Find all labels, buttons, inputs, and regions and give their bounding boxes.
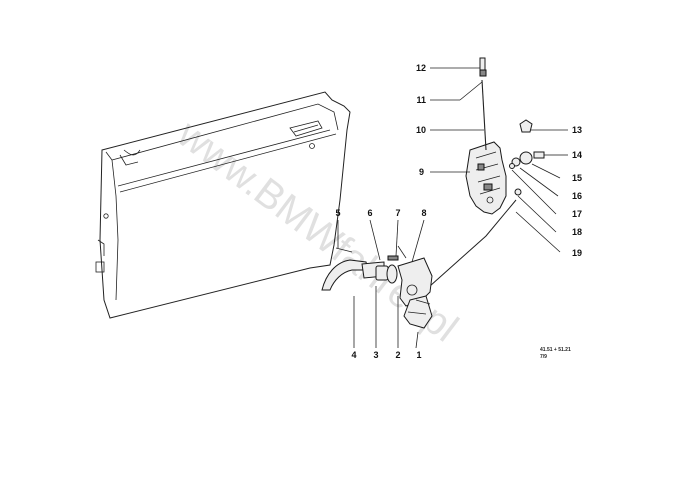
callout-12: 12 bbox=[416, 63, 426, 73]
diagram-reference-sub: 7/9 bbox=[540, 354, 547, 360]
callout-13: 13 bbox=[572, 125, 582, 135]
lock-assembly bbox=[465, 57, 552, 215]
callout-19: 19 bbox=[572, 248, 582, 258]
diagram-reference-code: 41.51 + 51.21 bbox=[540, 347, 571, 353]
callout-11: 11 bbox=[416, 95, 426, 105]
callout-1: 1 bbox=[416, 350, 421, 360]
callout-8: 8 bbox=[421, 208, 426, 218]
callout-6: 6 bbox=[367, 208, 372, 218]
door-panel bbox=[95, 91, 351, 319]
leader-lines bbox=[337, 67, 568, 349]
part-number-labels: 1 2 3 4 5 6 7 8 9 10 11 12 13 14 15 16 1… bbox=[335, 63, 582, 360]
callout-9: 9 bbox=[419, 167, 424, 177]
callout-10: 10 bbox=[416, 125, 426, 135]
callout-16: 16 bbox=[572, 191, 582, 201]
inner-handle-assembly bbox=[321, 245, 433, 329]
callout-5: 5 bbox=[335, 208, 340, 218]
callout-17: 17 bbox=[572, 209, 582, 219]
callout-7: 7 bbox=[395, 208, 400, 218]
callout-2: 2 bbox=[395, 350, 400, 360]
callout-4: 4 bbox=[351, 350, 356, 360]
callout-18: 18 bbox=[572, 227, 582, 237]
callout-14: 14 bbox=[572, 150, 582, 160]
callout-15: 15 bbox=[572, 173, 582, 183]
callout-3: 3 bbox=[373, 350, 378, 360]
